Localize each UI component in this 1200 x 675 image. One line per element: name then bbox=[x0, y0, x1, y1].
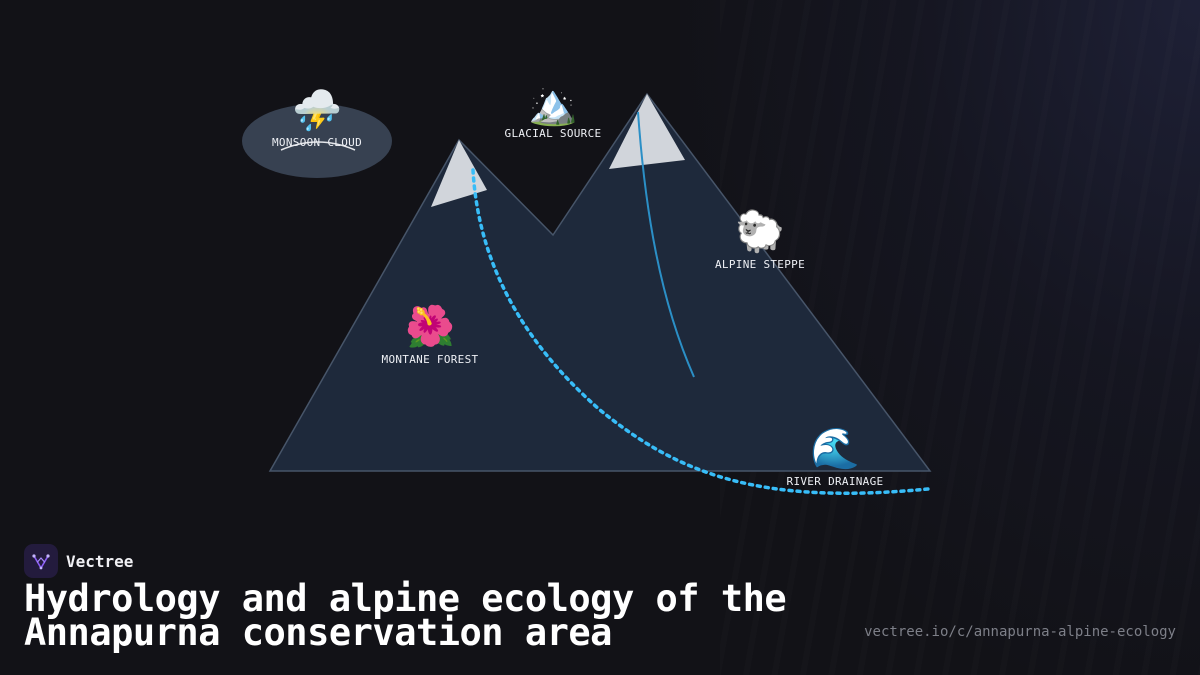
page-title: Hydrology and alpine ecology of the Anna… bbox=[24, 577, 787, 654]
hibiscus-icon: 🌺 bbox=[405, 303, 455, 350]
node-glacial-source: 🏔️ GLACIAL SOURCE bbox=[505, 82, 602, 140]
node-label-river-drainage: RIVER DRAINAGE bbox=[787, 475, 884, 488]
water-flow-path bbox=[471, 168, 930, 495]
source-url: vectree.io/c/annapurna-alpine-ecology bbox=[864, 624, 1176, 640]
mountain-shape bbox=[268, 92, 932, 472]
right-snow-cap bbox=[609, 94, 685, 169]
node-label-montane-forest: MONTANE FOREST bbox=[382, 353, 479, 366]
node-alpine-steppe: 🐑 ALPINE STEPPE bbox=[715, 207, 805, 271]
glacier-stream-line bbox=[637, 111, 695, 378]
brand: Vectree bbox=[24, 544, 133, 578]
storm-cloud-icon: ⛈️ bbox=[292, 87, 342, 134]
monsoon-cloud-arc bbox=[280, 141, 356, 151]
node-montane-forest: 🌺 MONTANE FOREST bbox=[382, 303, 479, 366]
node-monsoon-cloud: ⛈️ MONSOON CLOUD bbox=[242, 87, 392, 178]
monsoon-cloud-bubble bbox=[242, 104, 392, 178]
brand-name: Vectree bbox=[66, 551, 134, 571]
node-label-glacial-source: GLACIAL SOURCE bbox=[505, 127, 602, 140]
sheep-icon: 🐑 bbox=[735, 207, 785, 255]
left-snow-cap bbox=[431, 140, 487, 207]
mountain-diagram: ⛈️ MONSOON CLOUD 🏔️ GLACIAL SOURCE 🐑 ALP… bbox=[242, 82, 932, 495]
snow-mountain-icon: 🏔️ bbox=[528, 82, 578, 128]
vectree-logo-icon bbox=[24, 544, 58, 578]
node-label-alpine-steppe: ALPINE STEPPE bbox=[715, 258, 805, 271]
node-river-drainage: 🌊 RIVER DRAINAGE bbox=[787, 425, 884, 488]
wave-icon: 🌊 bbox=[810, 425, 860, 472]
node-label-monsoon-cloud: MONSOON CLOUD bbox=[272, 136, 362, 149]
